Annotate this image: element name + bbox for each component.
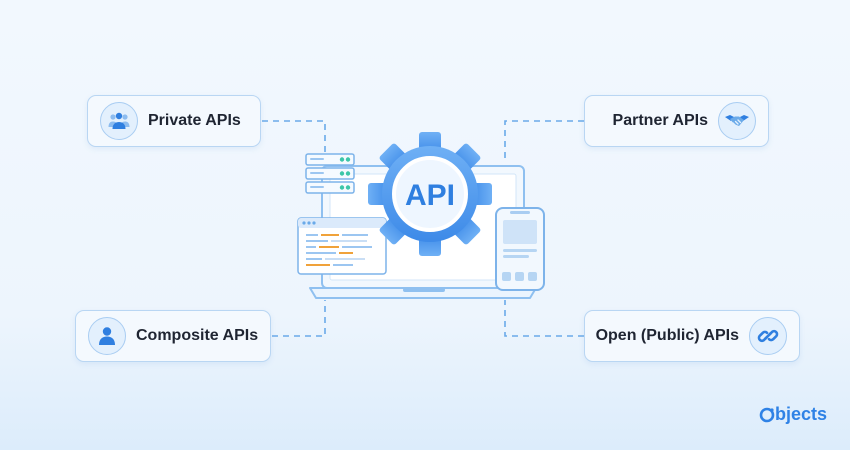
composite-apis-card[interactable]: Composite APIs [75, 310, 271, 362]
handshake-icon [718, 102, 756, 140]
composite-apis-label: Composite APIs [136, 327, 259, 344]
brand-name: bjects [775, 404, 828, 424]
team-icon [100, 102, 138, 140]
private-apis-label: Private APIs [148, 112, 241, 129]
partner-apis-label: Partner APIs [612, 112, 708, 129]
gear-label: API [405, 179, 455, 212]
private-apis-card[interactable]: Private APIs [87, 95, 261, 147]
open-public-apis-card[interactable]: Open (Public) APIs [584, 310, 800, 362]
link-icon [749, 317, 787, 355]
user-icon [88, 317, 126, 355]
brand-logo: bjects [759, 404, 827, 425]
server-stack-icon [305, 153, 355, 194]
open-public-apis-label: Open (Public) APIs [595, 327, 739, 344]
api-illustration: API [297, 132, 545, 299]
connector-composite [272, 300, 326, 337]
connector-partner [504, 120, 584, 162]
connector-open [504, 300, 584, 337]
partner-apis-card[interactable]: Partner APIs [584, 95, 769, 147]
brand-mark-icon [759, 407, 775, 422]
code-window-icon [297, 217, 387, 275]
api-gear-icon: API [368, 132, 492, 256]
smartphone-icon [495, 207, 545, 291]
